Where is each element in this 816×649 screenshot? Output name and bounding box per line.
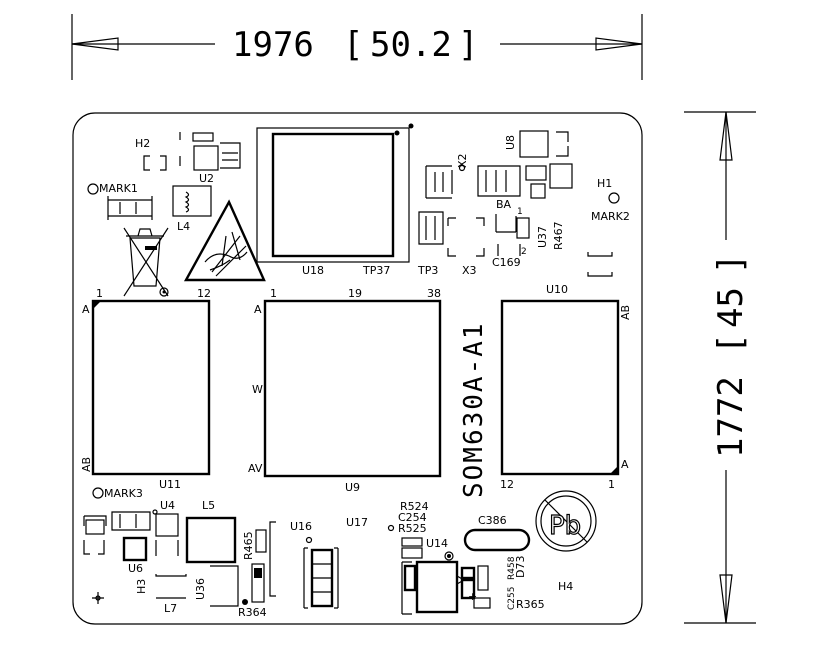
u17-label: U17	[346, 516, 368, 529]
ba-pin1: 1	[517, 207, 523, 217]
d73-label: D73	[514, 556, 527, 578]
h3-label: H3	[135, 579, 148, 594]
height-open-bracket: [	[711, 334, 751, 354]
l7-label: L7	[164, 602, 177, 615]
x3-label: X3	[462, 264, 477, 277]
r525-label: R525	[398, 522, 427, 535]
u8-body	[519, 130, 549, 158]
pb-symbol: Pb	[549, 511, 581, 541]
ba-pin2: 2	[521, 247, 527, 257]
c255-label: C255	[507, 587, 517, 610]
u11-row-ab: AB	[80, 457, 93, 472]
c386-body	[463, 528, 531, 552]
mark3-label: MARK3	[104, 487, 143, 500]
u37-label: U37	[536, 226, 549, 248]
u18-label: U18	[302, 264, 324, 277]
u6-label: U6	[128, 562, 143, 575]
r364-label: R364	[238, 606, 267, 619]
l5-label: L5	[202, 499, 215, 512]
u10-pin1: 1	[608, 478, 615, 491]
r465-label: R465	[242, 531, 255, 560]
h1-label: H1	[597, 177, 612, 190]
h4-label: H4	[558, 580, 573, 593]
c254-label: C254	[398, 511, 427, 524]
u2-top-pad	[192, 132, 214, 142]
l5-body	[185, 516, 237, 564]
u9-pin19: 19	[348, 287, 362, 300]
u18-component: U18 TP37	[256, 123, 414, 277]
u9-component: 1 19 38 A W AV U9	[248, 287, 442, 494]
x2-label: X2	[456, 153, 469, 168]
height-close-bracket: ]	[711, 254, 751, 274]
u9-row-a: A	[254, 303, 262, 316]
weee-bin-icon	[123, 227, 169, 297]
u9-pin38: 38	[427, 287, 441, 300]
u8-label: U8	[504, 135, 517, 150]
module-name: SOM630A-A1	[459, 321, 489, 498]
lead-free-icon: Pb	[535, 490, 597, 552]
u11-component: 1 12 A AB U11	[80, 287, 211, 491]
u11-pin12: 12	[197, 287, 211, 300]
r524-label: R524	[400, 500, 429, 513]
u36-label: U36	[194, 578, 207, 600]
u9-row-av: AV	[248, 462, 263, 475]
u9-pin1: 1	[270, 287, 277, 300]
u10-row-a: A	[621, 458, 629, 471]
u16-label: U16	[290, 520, 312, 533]
tp3-label: TP3	[417, 264, 438, 277]
mark1-fiducial	[87, 183, 99, 195]
l4-body	[172, 185, 212, 217]
u11-row-a: A	[82, 303, 90, 316]
esd-warning-icon	[183, 199, 266, 282]
u11-pin1: 1	[96, 287, 103, 300]
width-mm: 50.2	[370, 25, 452, 65]
c169-label: C169	[492, 256, 521, 269]
board-outline	[72, 112, 643, 625]
r365-label: R365	[516, 598, 545, 611]
height-dimension: 1772 [ 45 ]	[684, 111, 756, 624]
plus-sign: +	[468, 590, 477, 603]
r458-label: R458	[507, 556, 517, 580]
mark3-fiducial	[92, 487, 104, 499]
u9-label: U9	[345, 481, 360, 494]
u10-row-ab: AB	[619, 305, 632, 320]
width-mils: 1976	[232, 25, 314, 65]
l4-label: L4	[177, 220, 190, 233]
tp37-label: TP37	[362, 264, 390, 277]
u9-row-w: W	[252, 383, 263, 396]
u2-label: U2	[199, 172, 214, 185]
mark1-label: MARK1	[99, 182, 138, 195]
u2-body	[193, 145, 219, 171]
mark2-fiducial	[608, 192, 620, 204]
c386-label: C386	[478, 514, 507, 527]
ba-label: BA	[496, 198, 512, 211]
u10-label: U10	[546, 283, 568, 296]
width-dimension: 1976 [ 50.2 ]	[71, 14, 643, 80]
mark2-label: MARK2	[591, 210, 630, 223]
width-open-bracket: [	[343, 25, 363, 65]
u14-label: U14	[426, 537, 448, 550]
width-close-bracket: ]	[458, 25, 478, 65]
height-mm: 45	[711, 287, 751, 328]
u10-pin12: 12	[500, 478, 514, 491]
u4-label: U4	[160, 499, 175, 512]
u10-component: U10 AB A 12 1	[500, 283, 632, 491]
h2-label: H2	[135, 137, 150, 150]
u11-label: U11	[159, 478, 181, 491]
r467-label: R467	[552, 221, 565, 250]
height-mils: 1772	[711, 376, 751, 458]
